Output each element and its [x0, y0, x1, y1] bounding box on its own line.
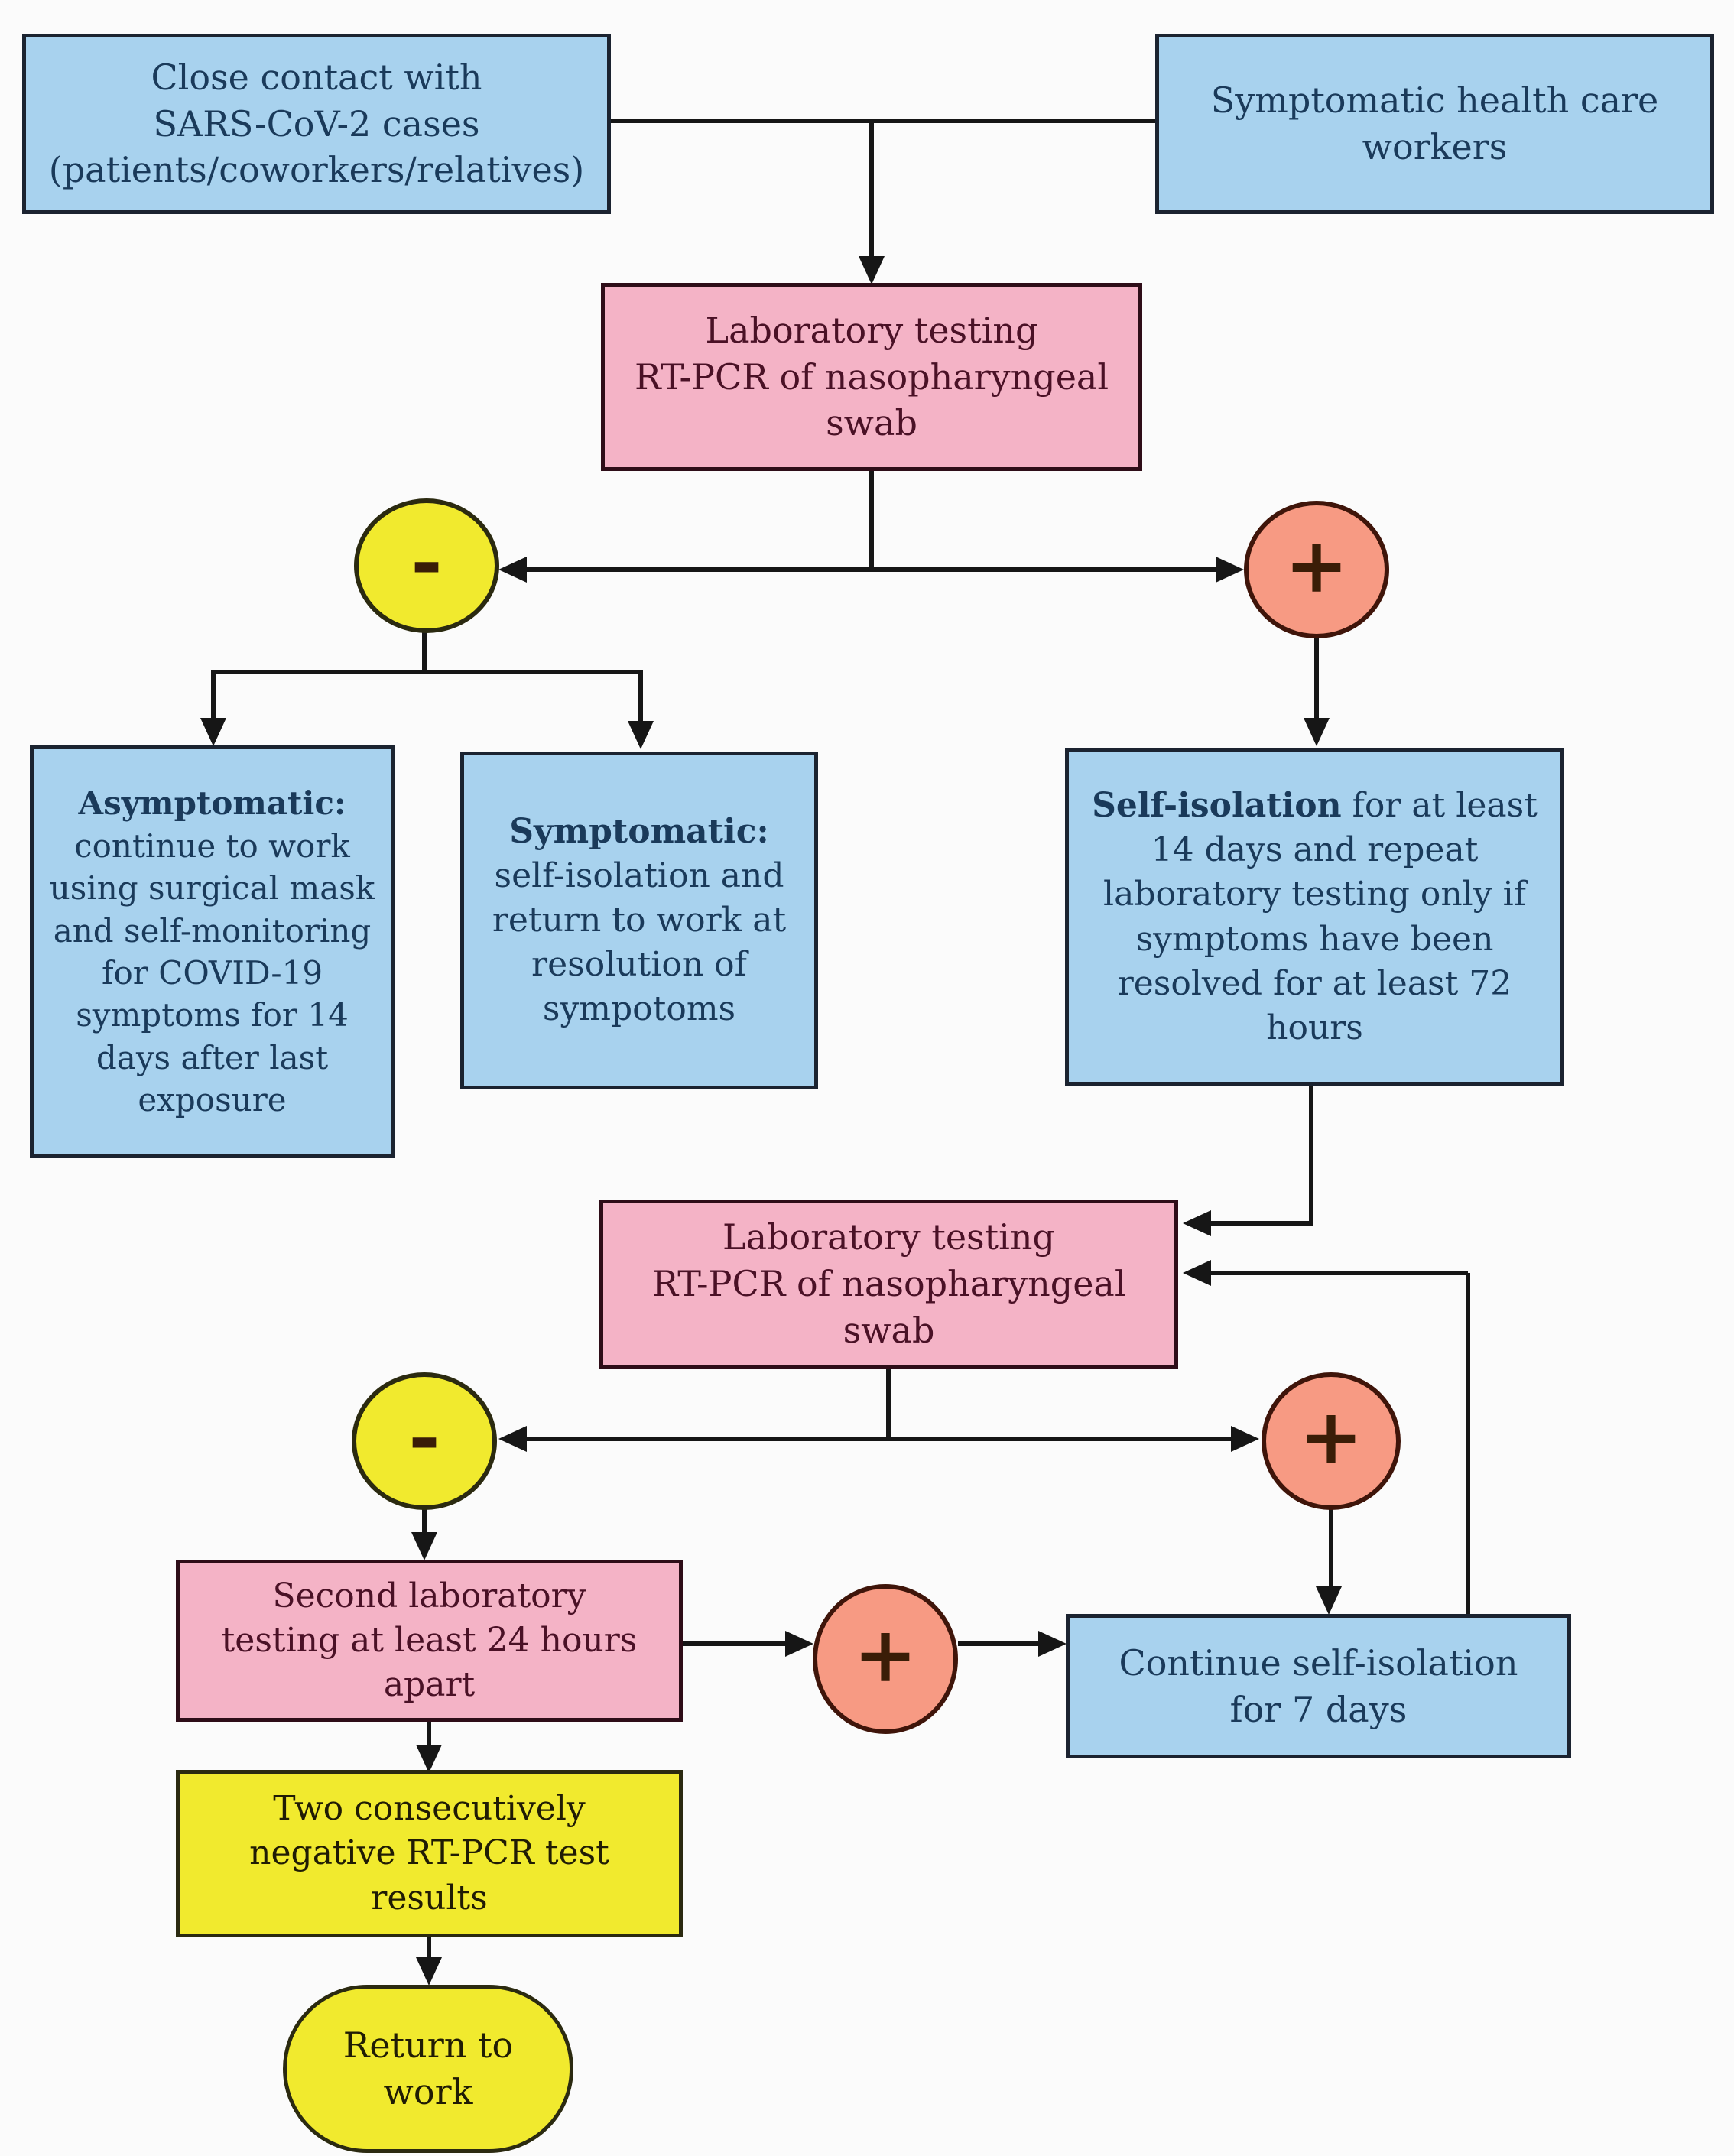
connector-to-symptomatic [638, 670, 643, 721]
node-lab-test-2-label: Laboratory testing RT-PCR of nasopharyng… [651, 1216, 1126, 1351]
node-two-negative: Two consecutively negative RT-PCR test r… [176, 1770, 683, 1937]
arrow-into-asymptomatic [200, 718, 226, 746]
connector-twonegative-down [427, 1937, 431, 1959]
arrow-into-selfisolation [1304, 718, 1330, 746]
node-self-isolation-label: Self-isolation for at least 14 days and … [1080, 784, 1550, 1050]
node-return-to-work: Return to work [283, 1985, 573, 2153]
node-lab-test-1: Laboratory testing RT-PCR of nasopharyng… [601, 283, 1142, 471]
node-symptomatic-rest: self-isolation and return to work at res… [492, 856, 787, 1029]
node-asymptomatic-rest: continue to work using surgical mask and… [49, 826, 375, 1119]
arrow-into-symptomatic [628, 721, 654, 749]
node-self-isolation-rest: for at least 14 days and repeat laborato… [1103, 786, 1538, 1047]
node-second-lab-label: Second laboratory testing at least 24 ho… [221, 1576, 638, 1705]
connector-split1-horizontal [526, 567, 1216, 572]
arrow-into-positive3 [785, 1631, 813, 1657]
arrow-into-lab2-upper [1183, 1210, 1211, 1236]
node-symptomatic-hcw: Symptomatic health care workers [1155, 34, 1714, 214]
arrow-into-positive2 [1231, 1426, 1259, 1452]
connector-negative2-down [422, 1508, 427, 1534]
positive-circle-3-label: + [853, 1609, 917, 1700]
arrow-into-secondlab [411, 1532, 437, 1560]
positive-circle-1-label: + [1284, 520, 1349, 610]
node-close-contact-label: Close contact with SARS-CoV-2 cases (pat… [48, 56, 585, 191]
arrow-into-returntowork [416, 1957, 442, 1986]
positive-circle-2: + [1262, 1372, 1401, 1510]
connector-loopback-vertical [1466, 1273, 1470, 1614]
arrow-into-lab2-lower [1183, 1260, 1211, 1286]
node-self-isolation: Self-isolation for at least 14 days and … [1065, 748, 1564, 1086]
connector-positive2-down [1329, 1506, 1333, 1586]
connector-lab2-down [886, 1369, 891, 1439]
positive-circle-2-label: + [1299, 1391, 1363, 1482]
negative-circle-2-label: - [408, 1391, 440, 1482]
arrow-into-continue-top [1316, 1586, 1342, 1615]
node-continue-isolation-label: Continue self-isolation for 7 days [1119, 1641, 1518, 1730]
node-continue-isolation: Continue self-isolation for 7 days [1066, 1614, 1571, 1758]
connector-split2-horizontal [526, 1437, 1231, 1441]
connector-selfisolation-down [1309, 1086, 1313, 1223]
connector-secondlab-down [427, 1722, 431, 1745]
node-asymptomatic-bold: Asymptomatic: [78, 784, 346, 823]
connector-positive3-to-continue [958, 1641, 1038, 1646]
connector-top-horizontal [611, 119, 1155, 123]
positive-circle-3: + [813, 1584, 958, 1734]
node-symptomatic: Symptomatic: self-isolation and return t… [460, 752, 818, 1089]
connector-lab1-down [869, 471, 874, 567]
node-asymptomatic: Asymptomatic: continue to work using sur… [30, 745, 395, 1158]
negative-circle-2: - [352, 1372, 497, 1510]
negative-circle-1-label: - [411, 516, 443, 606]
node-second-lab: Second laboratory testing at least 24 ho… [176, 1560, 683, 1722]
node-self-isolation-bold: Self-isolation [1092, 786, 1342, 826]
node-return-to-work-label: Return to work [343, 2024, 514, 2112]
node-close-contact: Close contact with SARS-CoV-2 cases (pat… [22, 34, 611, 214]
connector-to-asymptomatic [211, 670, 216, 718]
connector-selfisolation-to-lab2 [1210, 1221, 1313, 1226]
connector-loopback-horizontal [1210, 1271, 1468, 1275]
connector-negative1-down [422, 628, 427, 674]
node-symptomatic-hcw-label: Symptomatic health care workers [1210, 80, 1659, 167]
arrow-into-negative2 [498, 1426, 527, 1452]
node-asymptomatic-label: Asymptomatic: continue to work using sur… [44, 782, 380, 1122]
arrow-into-positive1 [1216, 557, 1244, 583]
connector-secondlab-to-positive3 [683, 1641, 785, 1646]
node-lab-test-2: Laboratory testing RT-PCR of nasopharyng… [599, 1200, 1178, 1369]
node-two-negative-label: Two consecutively negative RT-PCR test r… [249, 1789, 609, 1917]
arrow-into-continue-left [1038, 1631, 1067, 1657]
node-symptomatic-bold: Symptomatic: [509, 811, 769, 851]
node-lab-test-1-label: Laboratory testing RT-PCR of nasopharyng… [634, 309, 1109, 444]
positive-circle-1: + [1244, 501, 1389, 638]
connector-top-to-lab1 [869, 119, 874, 256]
connector-positive1-down [1314, 636, 1319, 718]
arrow-into-twonegative [416, 1745, 442, 1773]
node-symptomatic-label: Symptomatic: self-isolation and return t… [475, 810, 804, 1031]
arrow-into-lab1 [859, 256, 885, 284]
connector-branch-horizontal [211, 670, 643, 674]
negative-circle-1: - [354, 498, 499, 633]
arrow-into-negative1 [498, 557, 527, 583]
